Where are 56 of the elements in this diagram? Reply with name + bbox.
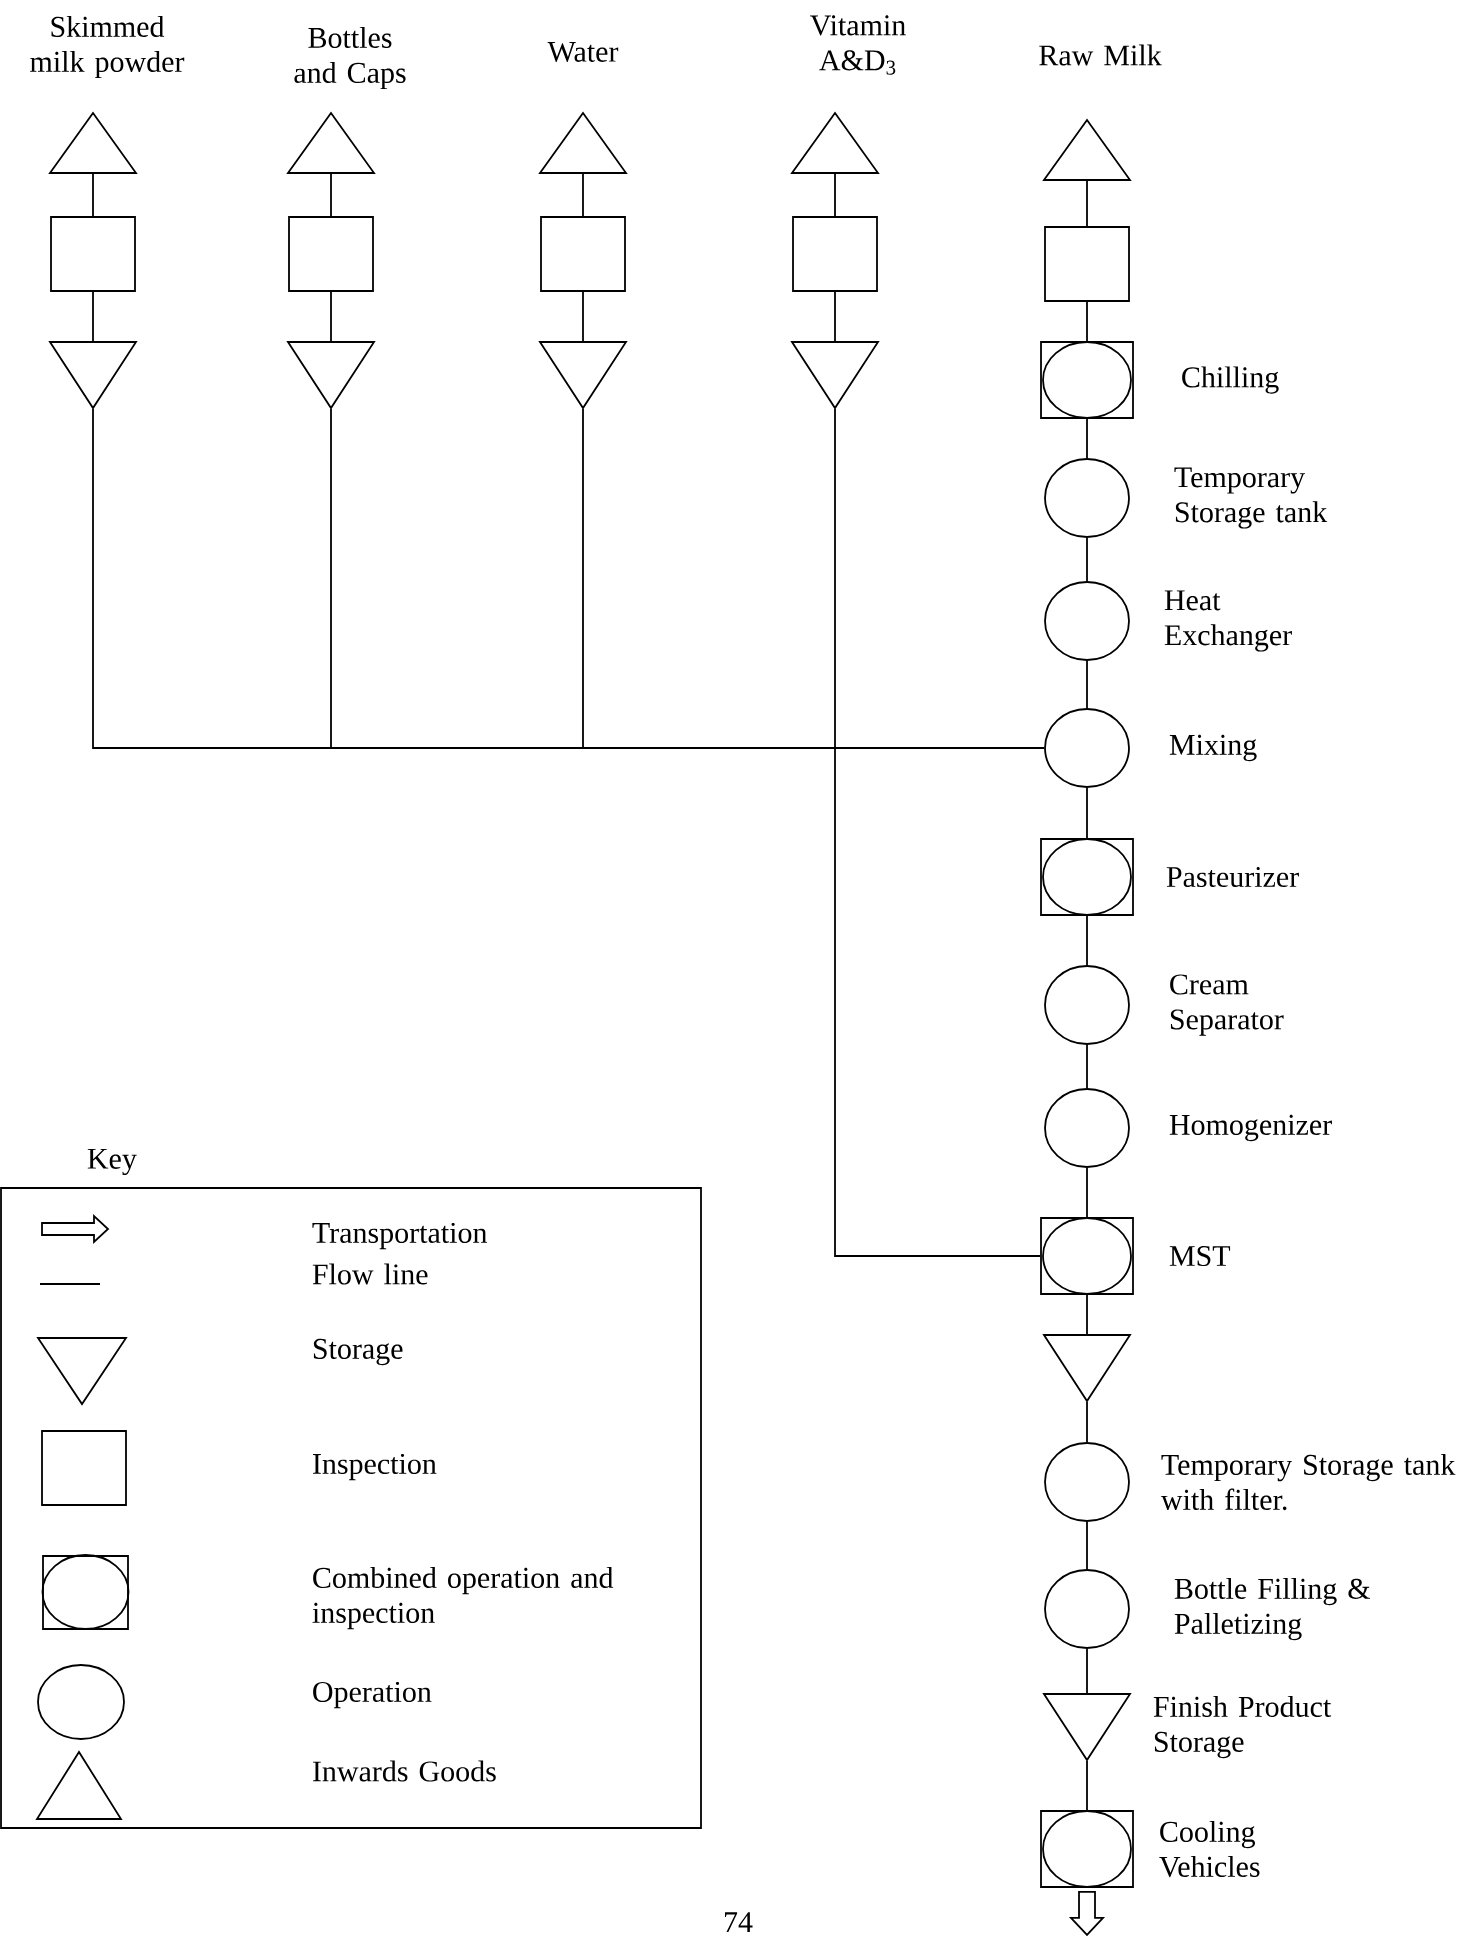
flow-line (1086, 660, 1088, 709)
legend-text: Flow line (312, 1263, 428, 1285)
node-label: Heat Exchanger (1164, 590, 1292, 652)
flow-line (1086, 787, 1088, 839)
inspection-square (1044, 226, 1130, 302)
flow-line (1086, 1648, 1088, 1694)
transportation-arrow (1068, 1891, 1106, 1937)
inspection-square (50, 216, 136, 292)
legend-text: Inspection (313, 1453, 437, 1481)
node-label: Mixing (1169, 734, 1257, 762)
node-label: Pasteurizer (1166, 866, 1299, 888)
flow-line (1086, 1401, 1088, 1443)
node-label: Temporary Storage tank (1174, 467, 1328, 529)
flow-line (92, 291, 94, 342)
inspection-square (540, 216, 626, 292)
flow-line (1086, 1294, 1088, 1335)
flow-line (1086, 1760, 1088, 1811)
node-label: Cooling Vehicles (1159, 1820, 1260, 1878)
node-label: Chilling (1182, 366, 1279, 394)
flow-line (1086, 1167, 1088, 1218)
flow-line (92, 173, 94, 217)
flow-line (330, 173, 332, 217)
node-label: Finish Product Storage (1153, 1695, 1332, 1759)
legend-title: Key (87, 1148, 137, 1176)
flow-line (834, 408, 1041, 1257)
node-label: Bottle Filling & Palletizing (1174, 1577, 1371, 1641)
flow-line (1086, 418, 1088, 459)
flow-line (1086, 915, 1088, 966)
legend-text: Inwards Goods (313, 1760, 496, 1782)
node-label: Vitamin A&D$_{3}$ (810, 15, 906, 75)
flow-line (1086, 1044, 1088, 1089)
node-label: Temporary Storage tank with filter. (1160, 1453, 1456, 1511)
node-label: Raw Milk (1039, 44, 1162, 66)
legend-text: Storage (313, 1338, 403, 1366)
node-label: MST (1169, 1245, 1231, 1267)
flow-line (1086, 1521, 1088, 1570)
flow-line (1086, 537, 1088, 582)
flow-line (834, 291, 836, 342)
flow-line (834, 173, 836, 217)
flow-line (582, 291, 584, 342)
inspection-square (288, 216, 374, 292)
node-label: Skimmed milk powder (30, 15, 185, 79)
page-number: 74 (725, 1912, 753, 1932)
flow-line (582, 408, 1045, 749)
node-label: Homogenizer (1169, 1114, 1332, 1142)
legend-text: Transportation (312, 1222, 488, 1250)
flow-line (582, 173, 584, 217)
inspection-square (792, 216, 878, 292)
legend-text: Combined operation and inspection (312, 1566, 614, 1630)
flow-line (1086, 301, 1088, 342)
flow-line (330, 291, 332, 342)
node-label: Cream Separator (1170, 974, 1284, 1036)
node-label: Bottles and Caps (294, 26, 406, 90)
flow-line (1086, 180, 1088, 227)
legend-text: Operation (313, 1681, 432, 1709)
node-label: Water (547, 41, 619, 63)
